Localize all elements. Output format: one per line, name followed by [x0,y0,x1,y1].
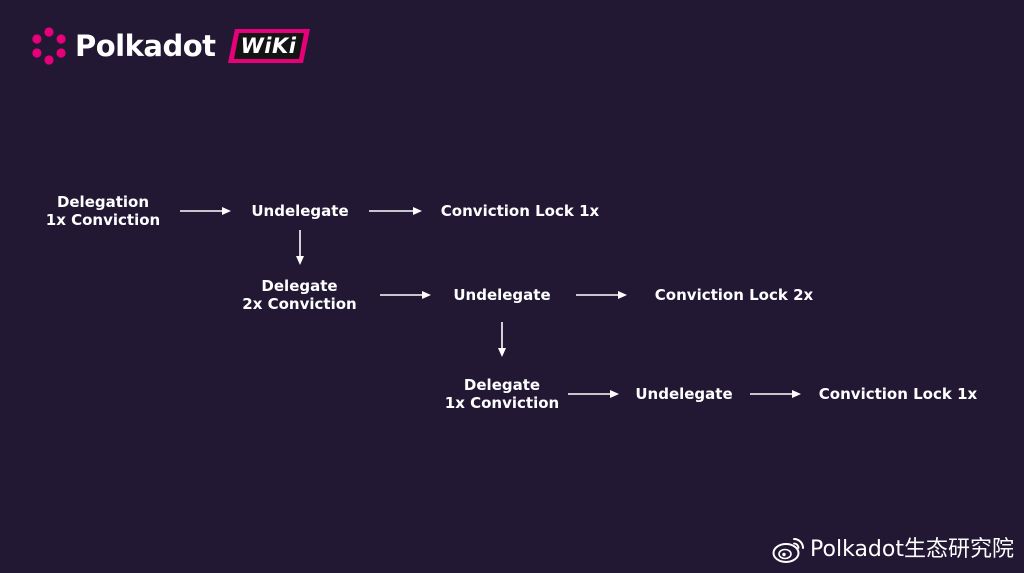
node-delegate-1x: Delegate 1x Conviction [438,376,566,412]
node-conviction-lock-1x-bottom: Conviction Lock 1x [806,385,990,403]
arrow-delegation-to-undelegate [180,207,231,215]
node-conviction-lock-2x: Conviction Lock 2x [640,286,828,304]
node-label-line: Delegate [463,376,541,394]
brand-name: Polkadot [75,29,216,63]
node-label-line: 1x Conviction [444,394,560,412]
wiki-badge-label: WiKi [240,34,297,58]
arrow-undelegate-to-delegate-2x [296,230,304,265]
weibo-icon [772,538,805,563]
node-delegation-1x: Delegation 1x Conviction [40,193,166,229]
node-label-line: Undelegate [251,202,349,220]
node-delegate-2x: Delegate 2x Conviction [234,277,365,313]
node-undelegate-2: Undelegate [442,286,562,304]
polkadot-logo-icon [32,27,66,65]
arrow-undelegate-to-lock-1x [369,207,422,215]
wiki-badge: WiKi [226,28,312,64]
node-undelegate-1: Undelegate [240,202,360,220]
arrow-undelegate-to-lock-1x-bottom [750,390,801,398]
arrow-delegate-1x-to-undelegate [568,390,619,398]
arrow-delegate-2x-to-undelegate [380,291,431,299]
polkadot-wiki-logo: Polkadot WiKi [29,26,312,66]
watermark: Polkadot生态研究院 [772,535,1014,565]
node-label-line: Conviction Lock 1x [818,385,978,403]
node-label-line: 1x Conviction [45,211,161,229]
node-label-line: Undelegate [453,286,551,304]
node-label-line: 2x Conviction [242,295,357,313]
node-label-line: Conviction Lock 1x [440,202,600,220]
arrow-undelegate-to-delegate-1x [498,322,506,357]
node-label-line: Conviction Lock 2x [654,286,814,304]
arrow-undelegate-to-lock-2x [576,291,627,299]
watermark-text: Polkadot生态研究院 [810,537,1014,562]
node-label-line: Undelegate [635,385,733,403]
node-conviction-lock-1x-top: Conviction Lock 1x [428,202,612,220]
node-undelegate-3: Undelegate [624,385,744,403]
node-label-line: Delegation [56,193,150,211]
node-label-line: Delegate [261,277,338,295]
